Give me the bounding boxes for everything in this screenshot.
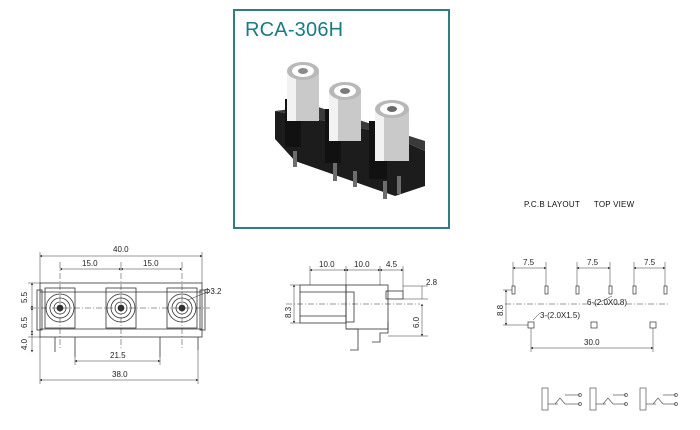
dim-d2: 10.0 [354, 260, 370, 269]
dim-pitch-1: 15.0 [82, 259, 98, 268]
dim-pin-span: 21.5 [110, 351, 126, 360]
pcb-layout-label: P.C.B LAYOUT [524, 200, 580, 209]
side-view-labels: 10.0 10.0 4.5 2.8 8.3 6.0 [284, 260, 438, 328]
dim-pcb-height: 8.8 [496, 304, 505, 316]
hole-large-label: 6-(2.0X0.8) [587, 298, 627, 307]
front-view-labels: 40.0 15.0 15.0 Φ3.2 5.5 6.5 4.0 21.5 38.… [20, 245, 222, 379]
side-view [286, 266, 428, 351]
dim-pitch-left: 7.5 [523, 258, 535, 267]
product-frame: RCA-306H [233, 9, 450, 229]
pcb-layout [503, 262, 668, 352]
dim-pcb-overall: 30.0 [584, 338, 600, 347]
dim-d3: 4.5 [386, 260, 398, 269]
schematic-symbol-3 [639, 387, 678, 411]
schematic-symbol-2 [589, 387, 628, 411]
dim-d1: 10.0 [319, 260, 335, 269]
dim-v2: 6.5 [20, 316, 29, 328]
product-model-title: RCA-306H [245, 19, 344, 41]
schematic-symbols [541, 387, 678, 411]
dim-body-height: 8.3 [284, 306, 293, 318]
dim-pitch-right: 7.5 [644, 258, 656, 267]
pcb-heading: P.C.B LAYOUT TOP VIEW [524, 200, 634, 209]
top-view-label: TOP VIEW [593, 200, 635, 209]
dim-overall-top: 40.0 [113, 245, 129, 254]
dim-overall-bottom: 38.0 [112, 370, 128, 379]
dim-pitch-mid: 7.5 [587, 258, 599, 267]
front-view [28, 252, 210, 384]
pcb-layout-labels: 7.5 7.5 7.5 8.8 30.0 6-(2.0X0.8) 3-(2.0X… [496, 258, 656, 347]
product-photo [275, 62, 425, 199]
dim-diameter: Φ3.2 [204, 287, 222, 296]
dim-pitch-2: 15.0 [143, 259, 159, 268]
dim-pin-height: 2.8 [426, 278, 438, 287]
dim-v1: 5.5 [20, 291, 29, 303]
dim-pin-offset: 6.0 [412, 316, 421, 328]
hole-small-label: 3-(2.0X1.5) [540, 311, 580, 320]
schematic-symbol-1 [541, 387, 582, 411]
dim-v3: 4.0 [20, 338, 29, 350]
